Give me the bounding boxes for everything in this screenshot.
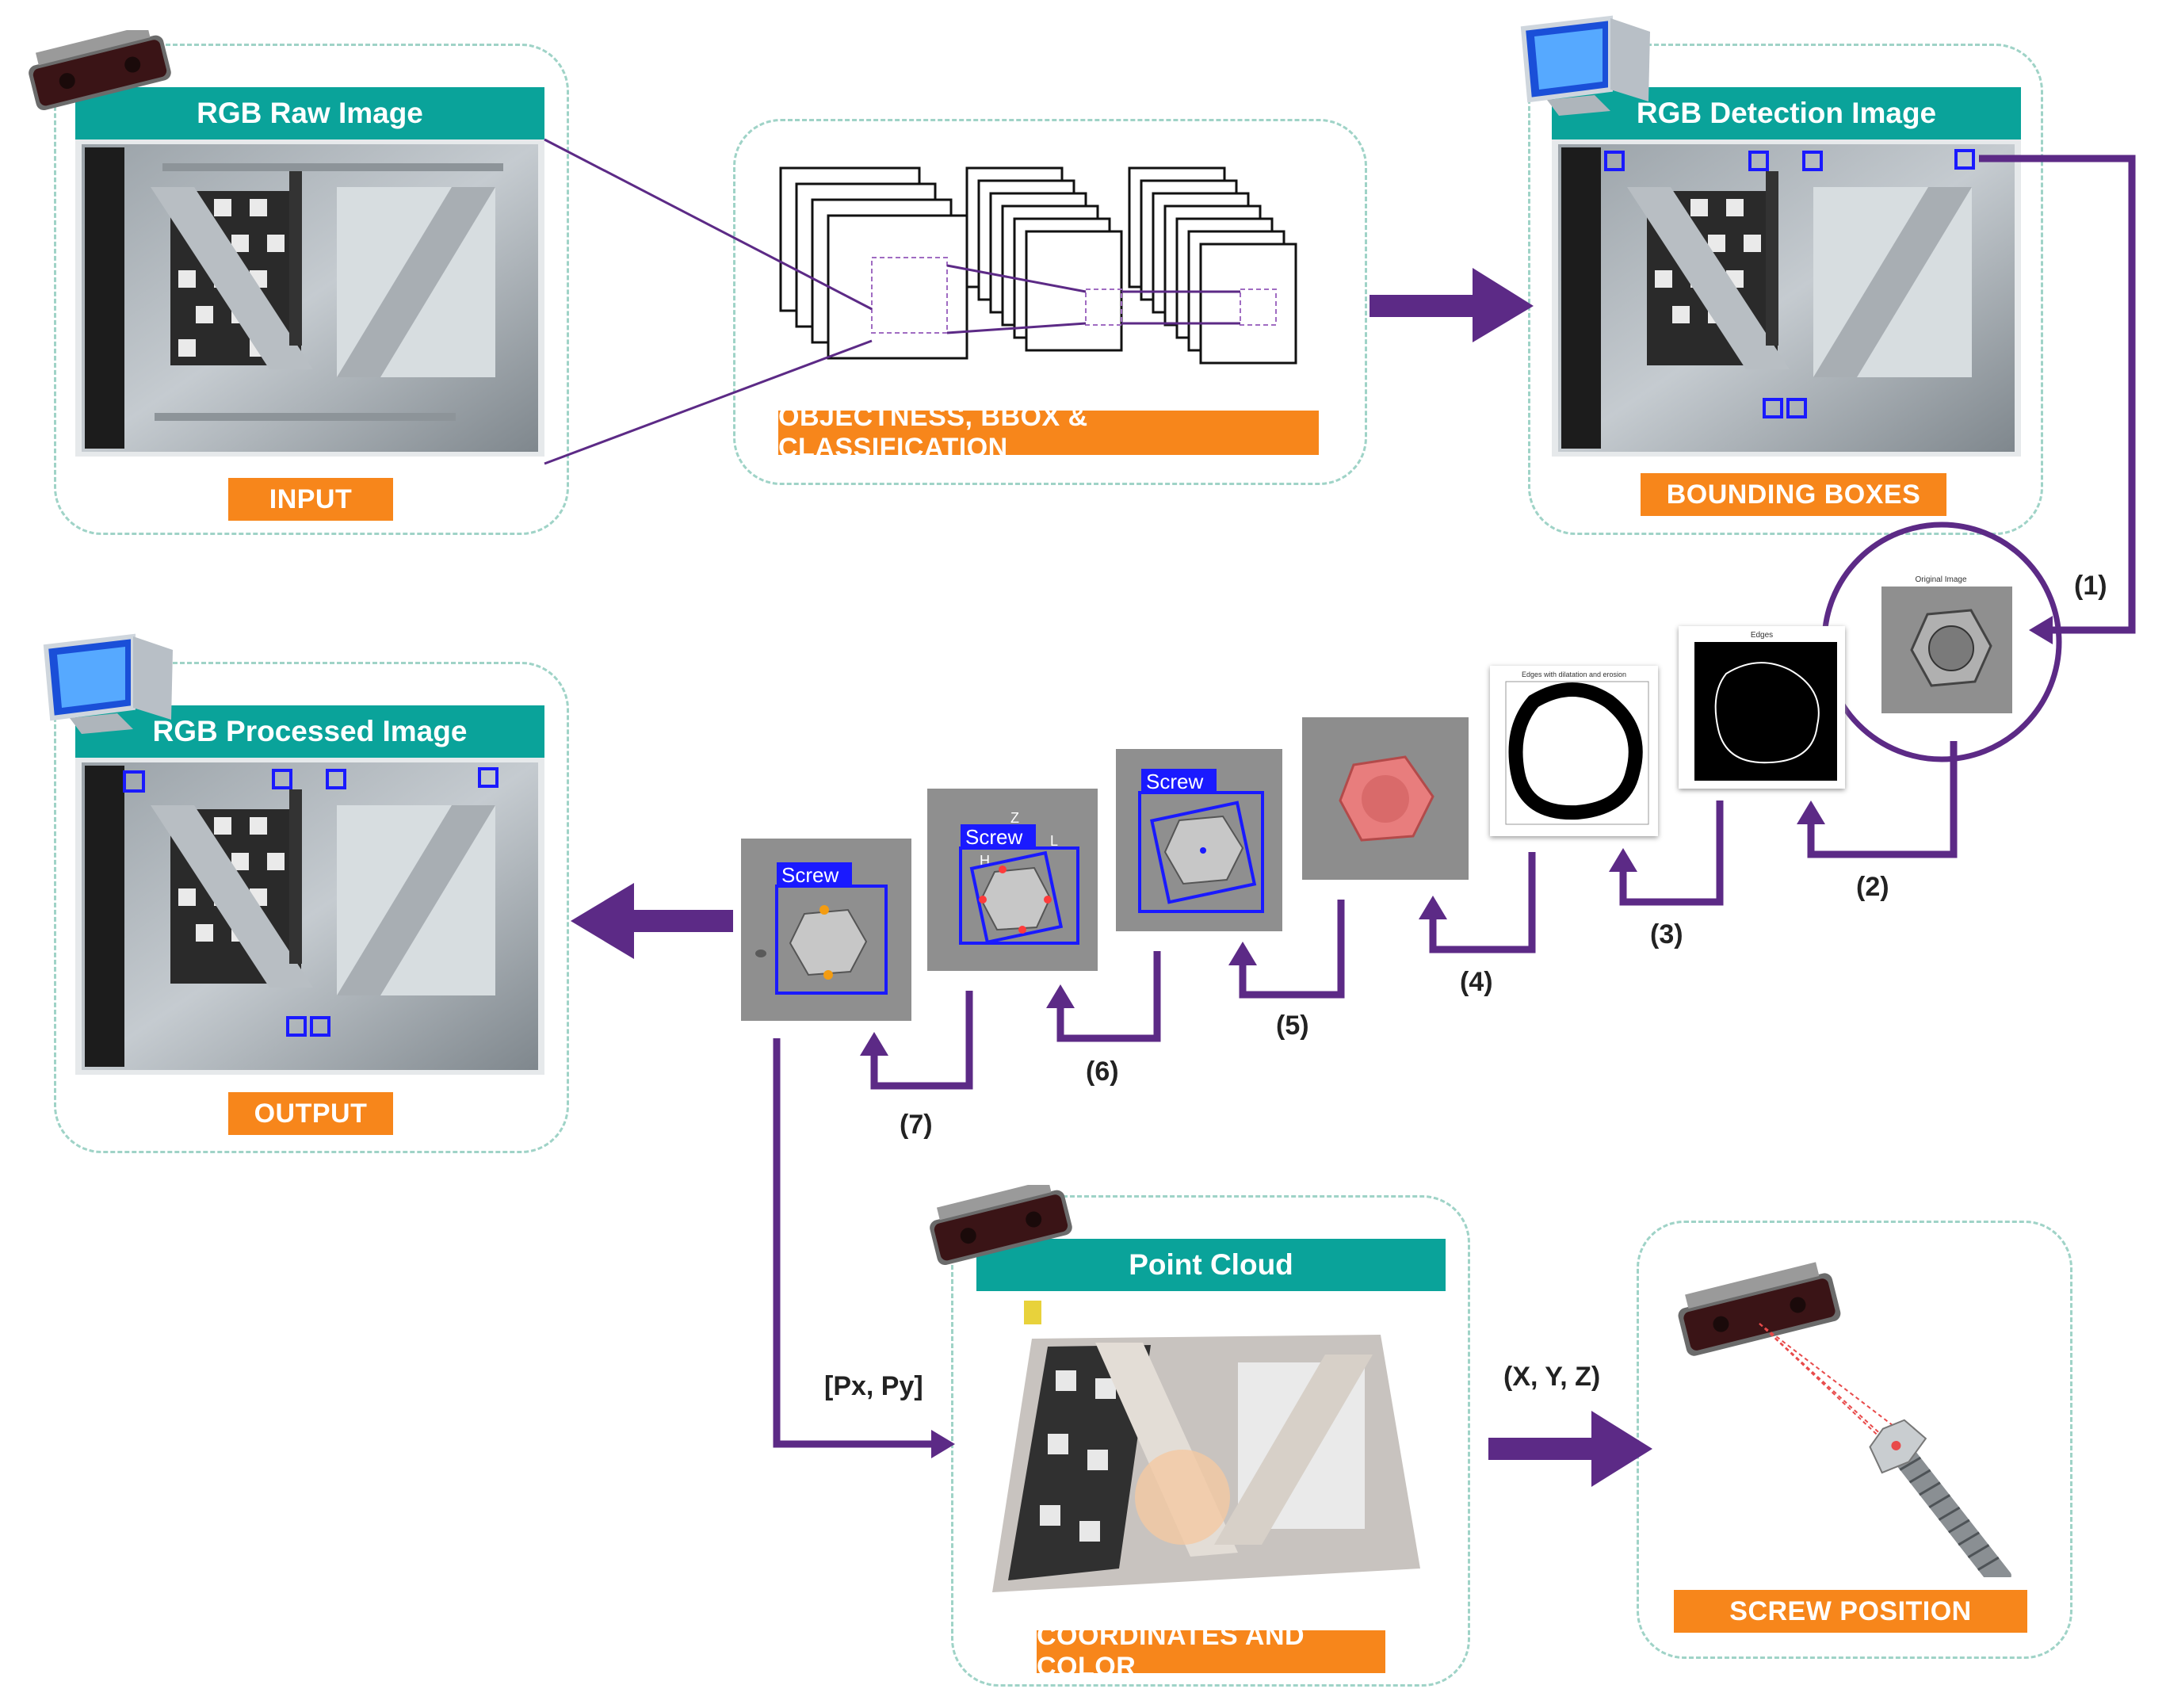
step-5-label: (5): [1276, 1011, 1309, 1041]
thumb-dilated: Edges with dilatation and erosion: [1490, 666, 1658, 836]
pointcloud-header: Point Cloud: [976, 1239, 1446, 1291]
xyz-coords-label: (X, Y, Z): [1503, 1362, 1601, 1392]
plate-illustration: [75, 139, 544, 457]
thumb-axes-label: Screw: [965, 825, 1022, 849]
screw-position-tag: SCREW POSITION: [1674, 1590, 2027, 1633]
axis-z-label: Z: [1010, 810, 1019, 826]
thumb-original-title: Original Image: [1915, 575, 1966, 584]
output-panel: [54, 662, 569, 1153]
depth-camera-icon-pointcloud: [930, 1185, 1072, 1266]
detection-header: RGB Detection Image: [1552, 87, 2021, 139]
detection-panel: [1528, 44, 2043, 535]
thumb-mask: [1302, 717, 1469, 880]
step-3-label: (3): [1650, 919, 1683, 950]
thumb-axes: Z Screw H L: [927, 789, 1098, 971]
step-2-label: (2): [1856, 872, 1889, 902]
step-7-label: (7): [900, 1110, 933, 1140]
monitor-icon: [1520, 15, 1650, 116]
thumb-final-label: Screw: [781, 863, 839, 887]
thumb-original: Original Image: [1864, 571, 2019, 721]
axis-l-label: L: [1050, 833, 1058, 849]
detection-tag: BOUNDING BOXES: [1641, 473, 1946, 516]
pointcloud-image: [976, 1291, 1446, 1616]
screw-3d-illustration: [1678, 1262, 2011, 1577]
step-4-label: (4): [1460, 967, 1493, 997]
step-6-label: (6): [1086, 1057, 1119, 1087]
pointcloud-panel: [951, 1195, 1470, 1687]
thumb-dilated-title: Edges with dilatation and erosion: [1522, 671, 1626, 678]
input-tag: INPUT: [228, 478, 393, 521]
depth-camera-icon: [29, 30, 171, 111]
thumb-edges: Edges: [1679, 626, 1845, 789]
input-header: RGB Raw Image: [75, 87, 544, 139]
thumb-edges-title: Edges: [1751, 631, 1773, 640]
thumb-final: Screw: [741, 839, 911, 1021]
output-image: [75, 758, 544, 1075]
monitor-icon-output: [43, 633, 173, 734]
pixel-coords-label: [Px, Py]: [824, 1371, 923, 1401]
thumb-rotated-bbox: Screw: [1116, 749, 1282, 931]
raw-image: [75, 139, 544, 457]
input-panel: [54, 44, 569, 535]
output-tag: OUTPUT: [228, 1092, 393, 1135]
thumb-rotated-label: Screw: [1146, 770, 1203, 793]
step-1-label: (1): [2074, 571, 2107, 601]
cnn-illustration: [779, 166, 1297, 365]
detection-image: [1552, 139, 2021, 457]
network-panel: [733, 119, 1367, 485]
